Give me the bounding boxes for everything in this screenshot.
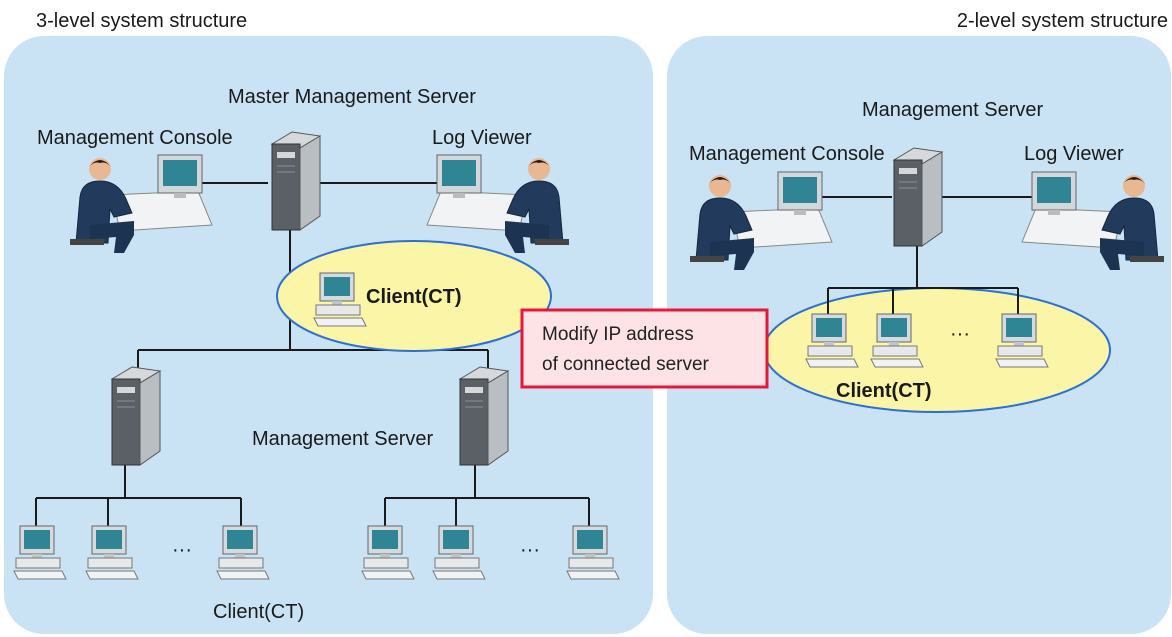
console-label: Management Console bbox=[689, 143, 885, 165]
management-server-icon-right bbox=[459, 366, 509, 466]
callout-line-2: of connected server bbox=[542, 354, 710, 375]
client-group-label: Client(CT) bbox=[366, 286, 462, 308]
modify-ip-callout: Modify IP address of connected server bbox=[520, 308, 769, 389]
log-viewer-label: Log Viewer bbox=[1024, 143, 1124, 165]
management-server-icon bbox=[893, 147, 943, 247]
management-server-label: Management Server bbox=[252, 428, 434, 450]
ellipsis: ··· bbox=[520, 539, 540, 561]
ellipsis: ··· bbox=[950, 323, 970, 345]
master-server-label: Master Management Server bbox=[228, 86, 476, 108]
ellipsis: ··· bbox=[172, 539, 192, 561]
master-server-icon bbox=[271, 131, 321, 231]
two-level-title: 2-level system structure bbox=[957, 10, 1168, 32]
console-label: Management Console bbox=[37, 127, 233, 149]
callout-line-1: Modify IP address bbox=[542, 324, 694, 345]
management-server-label: Management Server bbox=[862, 99, 1044, 121]
client-group-label: Client(CT) bbox=[836, 380, 932, 402]
three-level-title: 3-level system structure bbox=[36, 10, 247, 32]
client-bottom-label: Client(CT) bbox=[213, 601, 304, 623]
log-viewer-label: Log Viewer bbox=[432, 127, 532, 149]
three-level-connections bbox=[35, 182, 590, 526]
management-server-icon-left bbox=[111, 366, 161, 466]
